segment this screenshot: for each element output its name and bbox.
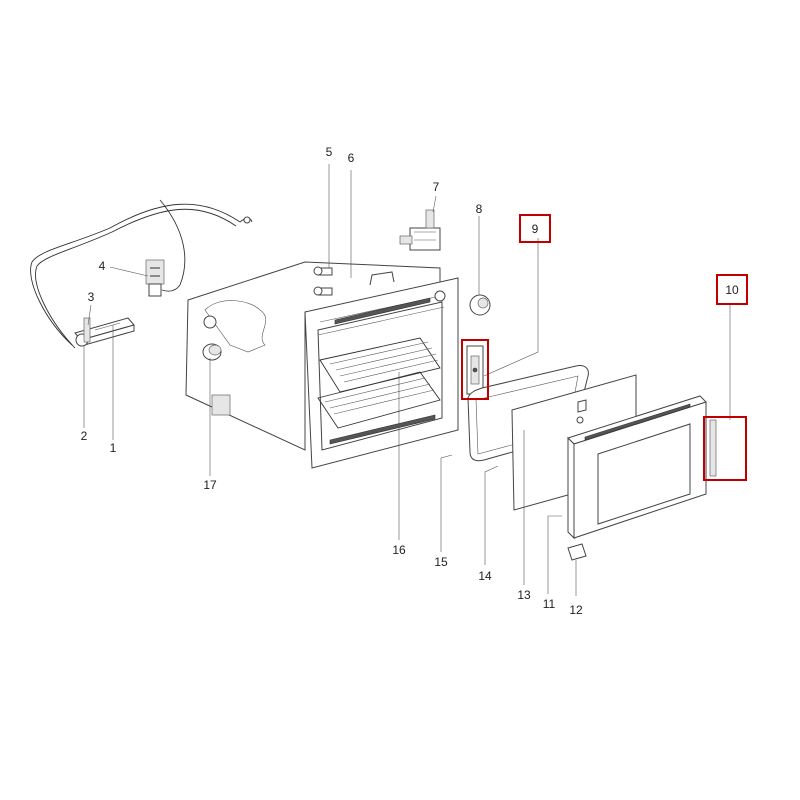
oven-door-part-11: [567, 395, 717, 540]
gas-valve-part-7: [399, 209, 441, 251]
vent-slots-top: [334, 297, 431, 325]
door-vent-strip: [584, 403, 691, 441]
callout-2: 2: [81, 429, 88, 443]
callout-15: 15: [434, 555, 448, 569]
callout-17: 17: [203, 478, 217, 492]
callout-labels: 1 2 3 4 5 6 7 8 9 10 11 12 13 14 15 16 1…: [81, 145, 739, 617]
bracket-part-12: [567, 399, 587, 561]
vent-slots-bottom: [329, 414, 436, 445]
highlight-box-label-10: [716, 274, 748, 305]
callout-3: 3: [88, 290, 95, 304]
valve-pair-part-5: [313, 266, 333, 296]
callout-16: 16: [392, 543, 406, 557]
callout-13: 13: [517, 588, 531, 602]
callout-14: 14: [478, 569, 492, 583]
callout-1: 1: [110, 441, 117, 455]
callout-5: 5: [326, 145, 333, 159]
highlight-boxes: [461, 214, 748, 481]
callout-11: 11: [543, 597, 556, 611]
callout-6: 6: [348, 151, 355, 165]
wire-harness: [30, 199, 253, 349]
callout-9: 9: [532, 222, 539, 236]
callout-4: 4: [99, 259, 106, 273]
igniter-part-4: [145, 259, 165, 297]
leader-lines: [83, 164, 731, 596]
callout-12: 12: [569, 603, 583, 617]
knob-part-8: [469, 294, 491, 316]
hinge-part-9: [466, 345, 484, 395]
knob-part-17: [202, 343, 222, 361]
highlight-box-part-9: [461, 339, 489, 400]
highlight-box-label-9: [519, 214, 551, 243]
oven-rack-part-16: [317, 337, 441, 429]
thermocouple-part-3: [83, 317, 91, 343]
highlight-box-part-10: [703, 416, 747, 481]
callout-7: 7: [433, 180, 440, 194]
callout-8: 8: [476, 202, 483, 216]
callout-10: 10: [725, 283, 739, 297]
